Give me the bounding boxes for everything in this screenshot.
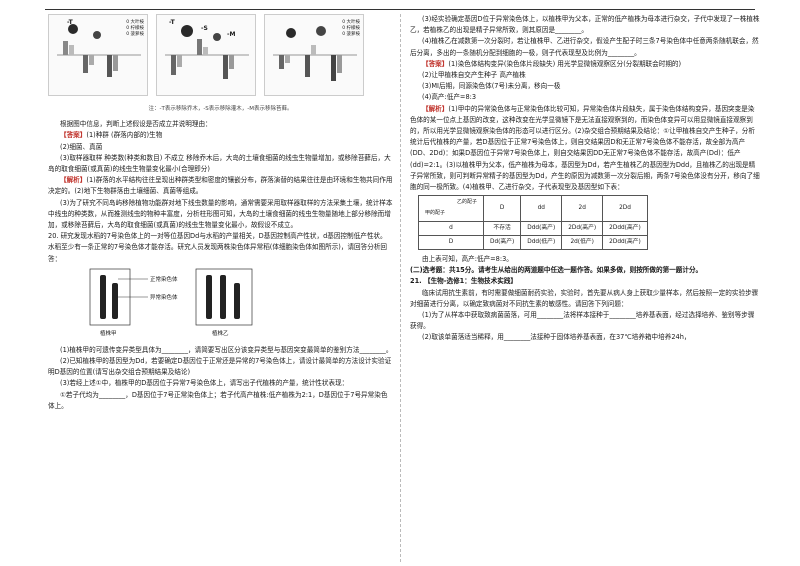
- answer-label: 【答案】: [60, 131, 87, 140]
- figure-panel-1: 0 大叶桉 0 柠檬桉 0 菠萝桉 -T: [48, 14, 148, 96]
- question-21-1: (1)为了从样本中获取致病菌菌落，可用________法将样本接种于______…: [410, 311, 755, 331]
- legend-item: 0 大叶桉: [342, 20, 360, 25]
- question-20-2a: (3)若经上述①中，植株甲的D基因位于异常7号染色体上，请写出子代植株的产量，统…: [60, 379, 349, 388]
- table-row: D Dd(高产) Ddd(低产) 2d(低产) 2Ddd(高产): [418, 234, 648, 251]
- table-header: D: [482, 195, 522, 222]
- header-rule: [45, 9, 755, 10]
- question-21-2: (2)取该单菌落适当稀释，用________法接种于固体培养基表面，在37℃培养…: [422, 333, 691, 342]
- table-row: d 不存活 Ddd(高产) 2Dd(高产) 2Ddd(高产): [418, 220, 648, 236]
- paragraph: (3)为了研究不同岛屿移除植物功能群对地下线虫数量的影响，通常需要采用取样器取样…: [48, 198, 393, 230]
- legend-item: 0 柠檬桉: [126, 26, 144, 31]
- answer-line: 【答案】(1)染色体结构变异(染色体片段缺失) 用光学显微镜观察区分(分裂期联会…: [410, 59, 760, 70]
- chromosome-figure: 正常染色体 异常染色体 植株甲 植株乙: [78, 265, 268, 345]
- answer-text: (1)种群 (群落内部的)生物: [86, 131, 163, 140]
- legend-item: 0 大叶桉: [126, 20, 144, 25]
- chrom-caption-yi: 植株乙: [212, 330, 229, 337]
- gamete-table: 乙的配子 甲的配子 D dd 2d 2Dd d 不存活 Ddd(高产) 2Dd(…: [418, 195, 648, 251]
- question-21-title: 21. 【生物-选修1：生物技术实践】: [410, 277, 518, 286]
- analysis-line: 【解析】(1)甲中的异常染色体与正常染色体比较可知，异常染色体片段缺失，属于染色…: [410, 104, 760, 194]
- column-divider: [400, 14, 401, 562]
- figure-caption: 注：-T表示移除乔木，-S表示移除灌木，-M表示移除苔藓。: [148, 106, 293, 112]
- chrom-caption-jia: 植株甲: [100, 330, 117, 337]
- question-20-2b: ①若子代均为________，D基因位于7号正常染色体上；若子代高产植株:低产植…: [48, 390, 388, 410]
- table-summary: 由上表可知，高产:低产=8:3。: [422, 255, 513, 264]
- answer-label: 【答案】: [422, 59, 449, 68]
- panel-label: -S: [201, 25, 208, 32]
- analysis-line: 【解析】(1)群落的水平结构往往呈现出种群类型和密度的镶嵌分布，群落演替的结果往…: [48, 175, 393, 197]
- question-21-text: 临床试用抗生素前，有时需要做细菌耐药实验，实验时，首先要从病人身上获取少量样本，…: [410, 288, 759, 308]
- question-20-4: (4)植株乙在减数第一次分裂时，若让植株甲、乙进行杂交，假设产生配子时三条7号染…: [410, 37, 759, 57]
- paragraph: (2)细菌、真菌: [60, 142, 103, 151]
- analysis-text: (1)群落的水平结构往往呈现出种群类型和密度的镶嵌分布，群落演替的结果往往是由环…: [48, 176, 393, 196]
- paragraph: (3)取样器取样 种类数(种类和数目) 不成立 移除乔木后，大岛的土壤食细菌的线…: [48, 153, 391, 174]
- answer-line-3: (3)MI后期，同源染色体(7号)未分离，移向一极: [422, 82, 561, 91]
- question-20-2: (2)已知植株甲的基因型为Dd，若要确定D基因位于正常还是异常的7号染色体上，请…: [48, 357, 392, 377]
- right-column: (3)经实验确定基因D位于异常染色体上，以植株甲为父本，正常的低产植株为母本进行…: [410, 14, 760, 344]
- table-header: 2Dd: [602, 195, 648, 222]
- bar-figures: 0 大叶桉 0 柠檬桉 0 菠萝桉 -T -T -S -M: [48, 14, 393, 102]
- chrom-label-normal: 正常染色体: [150, 276, 178, 283]
- analysis-label: 【解析】: [422, 104, 449, 113]
- answer-text: (1)染色体结构变异(染色体片段缺失) 用光学显微镜观察区分(分裂期联会时期的): [448, 59, 682, 68]
- question-20-3: (3)经实验确定基因D位于异常染色体上，以植株甲为父本，正常的低产植株为母本进行…: [410, 15, 760, 35]
- section-2-heading: (二)选考题：共15分。请考生从给出的两道题中任选一题作答。如果多做，则按所做的…: [410, 266, 703, 275]
- answer-line: 【答案】(1)种群 (群落内部的)生物: [48, 130, 393, 141]
- panel-label: -T: [67, 19, 73, 26]
- chrom-label-abnormal: 异常染色体: [150, 294, 178, 301]
- answer-line-2: (2)让甲植株自交产生种子 高产植株: [422, 71, 526, 80]
- analysis-text: (1)甲中的异常染色体与正常染色体比较可知，异常染色体片段缺失，属于染色体结构变…: [410, 104, 760, 192]
- legend-item: 0 菠萝桉: [342, 32, 360, 37]
- table-corner: 乙的配子 甲的配子: [418, 195, 484, 222]
- legend-item: 0 柠檬桉: [342, 26, 360, 31]
- paragraph: 根据图中信息，判断上述假设是否成立并说明理由：: [60, 120, 212, 129]
- panel-label: -M: [227, 31, 236, 38]
- question-20-1: (1)植株甲的可遗传变异类型具体为________，请简要写出区分该变异类型与基…: [60, 345, 393, 354]
- answer-line-4: (4)高产:低产=8:3: [422, 93, 477, 102]
- question-20: 20. 研究发现水稻的7号染色体上的一对等位基因Dd与水稻的产量相关，D基因控制…: [48, 232, 388, 263]
- legend-item: 0 菠萝桉: [126, 32, 144, 37]
- figure-panel-2: -T -S -M: [156, 14, 256, 96]
- panel-label: -T: [169, 19, 175, 26]
- table-header: 2d: [561, 195, 604, 222]
- analysis-label: 【解析】: [60, 176, 87, 185]
- left-column: 0 大叶桉 0 柠檬桉 0 菠萝桉 -T -T -S -M: [48, 14, 393, 412]
- table-header: dd: [520, 195, 563, 222]
- figure-panel-3: 0 大叶桉 0 柠檬桉 0 菠萝桉: [264, 14, 364, 96]
